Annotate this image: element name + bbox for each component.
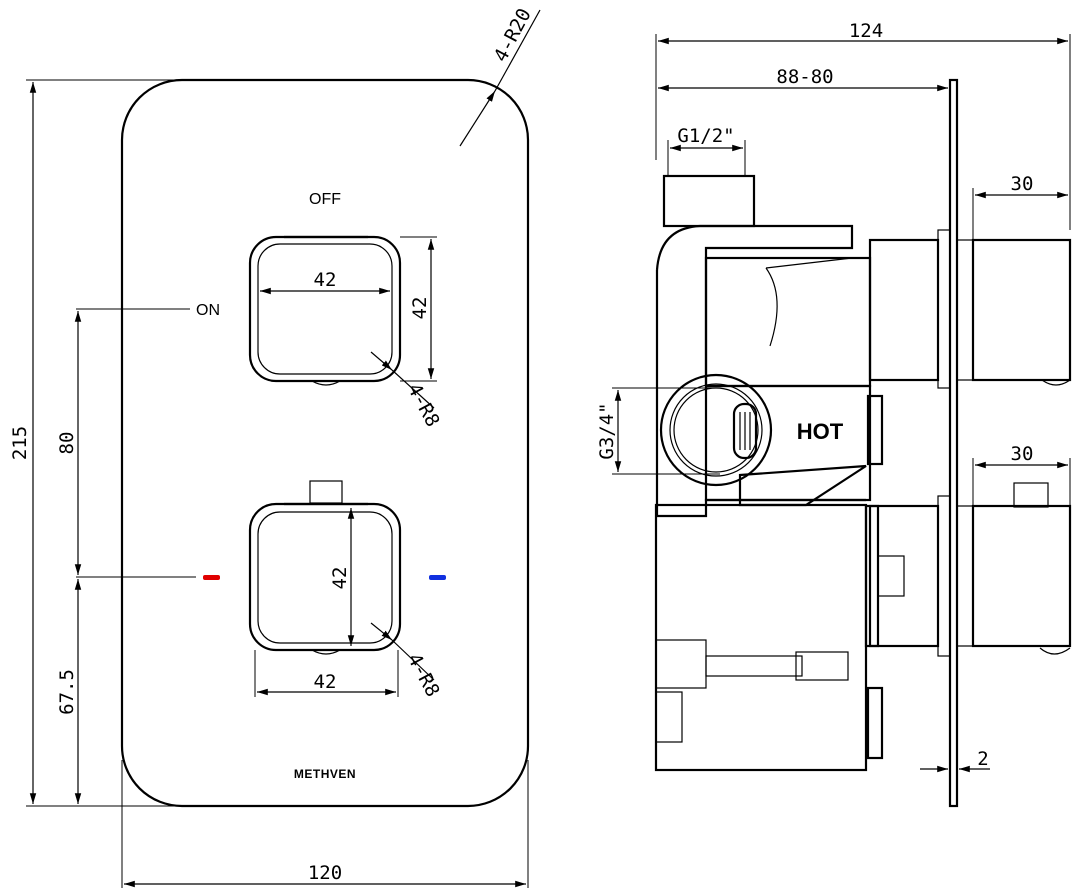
cold-indicator bbox=[429, 575, 446, 580]
plate-thickness-text: 2 bbox=[977, 748, 988, 770]
faceplate-outline bbox=[120, 78, 530, 808]
bottom-handle-radius-text: 4-R8 bbox=[403, 650, 444, 701]
dim-80-text: 80 bbox=[56, 432, 78, 455]
radius-leader bbox=[459, 90, 496, 147]
on-label: ON bbox=[196, 302, 220, 319]
top-handle-width-text: 42 bbox=[314, 269, 337, 291]
bottom-handle-depth-text: 30 bbox=[1011, 443, 1034, 465]
hot-indicator bbox=[203, 575, 220, 580]
g12-text: G1/2" bbox=[677, 125, 734, 147]
top-handle bbox=[248, 235, 402, 386]
dim-67-text: 67.5 bbox=[56, 669, 78, 715]
valve-body bbox=[654, 174, 905, 772]
wall-plate bbox=[948, 78, 959, 808]
off-label: OFF bbox=[309, 191, 341, 208]
bottom-handle-width-text: 42 bbox=[314, 671, 337, 693]
depth-124-text: 124 bbox=[849, 20, 883, 42]
width-dim-text: 120 bbox=[308, 862, 342, 884]
bottom-handle-side bbox=[868, 482, 1072, 657]
brand-logo: METHVEN bbox=[294, 767, 356, 781]
bottom-handle bbox=[248, 480, 402, 655]
top-handle-side bbox=[868, 229, 1072, 389]
height-dim-text: 215 bbox=[9, 426, 31, 460]
g34-text: G3/4" bbox=[596, 402, 618, 459]
side-view: 124 88-80 G1/2" bbox=[596, 20, 1072, 808]
top-handle-depth-text: 30 bbox=[1011, 173, 1034, 195]
depth-88-text: 88-80 bbox=[776, 66, 833, 88]
bottom-handle-height-text: 42 bbox=[329, 567, 351, 590]
top-handle-height-text: 42 bbox=[409, 297, 431, 320]
radius-text: 4-R20 bbox=[490, 5, 536, 66]
front-view: 215 120 4-R20 OFF ON 42 42 4- bbox=[9, 5, 541, 888]
hot-label: HOT bbox=[797, 419, 844, 444]
top-handle-radius-text: 4-R8 bbox=[403, 380, 444, 431]
